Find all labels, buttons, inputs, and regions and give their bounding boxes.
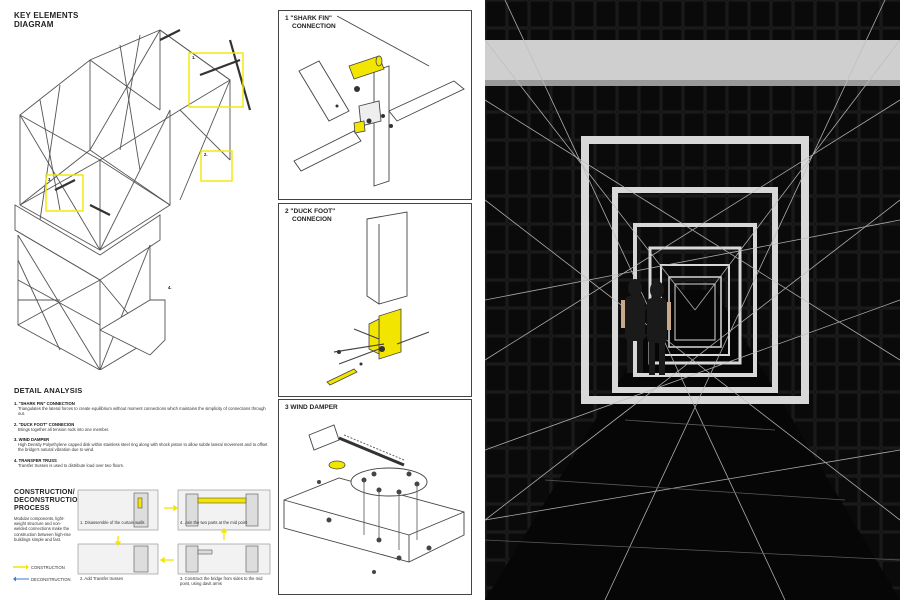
duck-foot-drawing [326,211,430,386]
panel-duck-foot-title: 2 "DUCK FOOT" CONNECION [285,208,336,223]
legend-arrows [13,564,29,582]
truss-isometric-diagram [14,29,252,370]
panel-duck-foot: 2 "DUCK FOOT" CONNECION [278,203,472,397]
detail-item: 2. "DUCK FOOT" CONNECION Brings together… [14,421,110,432]
legend-deconstruction: DECONSTRUCTION [31,577,71,582]
wind-damper-drawing [283,424,465,574]
panel-shark-fin: 1 "SHARK FIN" CONNECTION [278,10,472,200]
bridge-interior-render [485,0,900,600]
legend-construction: CONSTRUCTION [31,565,65,570]
process-title: CONSTRUCTION/ DECONSTRUCTION PROCESS [14,489,83,512]
process-step-sketches [77,489,271,575]
panel-shark-fin-title: 1 "SHARK FIN" CONNECTION [285,15,336,30]
callout-2: 2. [204,152,208,157]
callout-1: 1. [192,55,196,60]
callout-4: 4. [168,285,172,290]
shark-fin-drawing [293,15,465,187]
bridge-perspective-drawing [485,0,900,600]
detail-analysis-list: 1. "SHARK FIN" CONNECTION Triangulates t… [14,401,272,473]
detail-item: 4. TRANSFER TRUSS Transfer trusses is us… [14,457,124,468]
detail-item: 3. WIND DAMPER High Density Polyethylene… [14,437,268,453]
key-diagram-title: KEY ELEMENTS DIAGRAM [14,11,79,29]
detail-analysis-title: DETAIL ANALYSIS [14,386,83,395]
process-step-4: 4. Join the two parts at the mid point [180,520,248,525]
process-step-2: 2. Add Transfer trusses [80,576,124,581]
detail-item: 1. "SHARK FIN" CONNECTION Triangulates t… [14,401,266,417]
panel-wind-damper-title: 3 WIND DAMPER [285,404,338,411]
process-step-3: 3. Construct the bridge from sides to th… [180,576,263,586]
process-description: Modular components, light-weight structu… [14,516,71,542]
panel-wind-damper: 3 WIND DAMPER [278,399,472,595]
callout-3: 3. [48,177,52,182]
process-step-1: 1. Disassemble of the curtain walls [80,520,145,525]
